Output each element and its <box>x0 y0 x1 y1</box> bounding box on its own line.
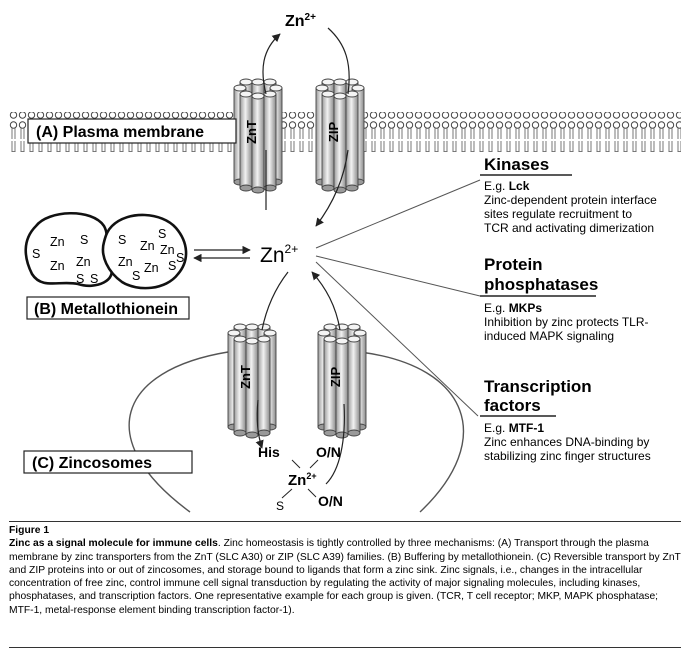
zincosome-zinc-complex: His O/N Zn2+ S O/N <box>258 444 343 513</box>
znt-transporter-membrane <box>233 78 283 194</box>
svg-text:sites regulate recruitment to: sites regulate recruitment to <box>484 207 632 221</box>
metallothionein-label: (B) Metallothionein <box>34 301 178 318</box>
svg-text:S: S <box>90 272 98 286</box>
svg-text:S: S <box>80 233 88 247</box>
caption-text: . Zinc homeostasis is tightly controlled… <box>9 538 681 616</box>
caption-bottom-rule <box>9 647 681 648</box>
svg-text:TCR and activating dimerizatio: TCR and activating dimerization <box>484 221 654 235</box>
svg-text:factors: factors <box>484 396 541 415</box>
zincosome-vesicle <box>128 351 465 513</box>
figure-caption: Figure 1 Zinc as a signal molecule for i… <box>9 524 681 617</box>
svg-text:Inhibition by zinc protects TL: Inhibition by zinc protects TLR- <box>484 315 649 329</box>
svg-text:Zn: Zn <box>118 255 133 269</box>
svg-text:Zn2+: Zn2+ <box>288 471 317 489</box>
caption-title: Zinc as a signal molecule for immune cel… <box>9 538 218 550</box>
svg-text:Transcription: Transcription <box>484 377 592 396</box>
metallothionein-domain-right <box>101 213 188 290</box>
svg-text:Protein: Protein <box>484 255 543 274</box>
metallothionein-domain-left <box>24 211 113 287</box>
zip-label-zincosome: ZIP <box>328 367 343 388</box>
release-arrow-zip-out <box>311 271 341 331</box>
figure-label: Figure 1 <box>9 525 50 536</box>
metallothionein-label-box <box>26 296 190 320</box>
zip-transporter-membrane <box>315 78 365 194</box>
svg-text:S: S <box>276 499 284 513</box>
svg-text:E.g. Lck: E.g. Lck <box>484 179 530 193</box>
svg-text:induced MAPK signaling: induced MAPK signaling <box>484 329 614 343</box>
svg-text:Zn: Zn <box>50 259 65 273</box>
plasma-membrane-label: (A) Plasma membrane <box>36 124 204 141</box>
svg-text:S: S <box>32 247 40 261</box>
zinc-signaling-diagram: Zn2+ Zn2+ (A) Plasma membrane Zn S Zn Zn… <box>9 12 681 513</box>
zn-cytosolic: Zn2+ <box>260 242 298 267</box>
svg-text:Kinases: Kinases <box>484 155 549 174</box>
svg-text:E.g. MKPs: E.g. MKPs <box>484 301 542 315</box>
zincosomes-label: (C) Zincosomes <box>32 455 152 472</box>
svg-text:S: S <box>168 259 176 273</box>
release-arrow-zip <box>325 403 345 485</box>
zip-transporter-zincosome <box>317 323 367 439</box>
link-transcription <box>315 261 479 417</box>
link-kinases <box>315 179 481 249</box>
caption-top-rule <box>9 521 681 522</box>
svg-text:stabilizing zinc finger struct: stabilizing zinc finger structures <box>484 449 651 463</box>
znt-transporter-zincosome <box>227 323 277 439</box>
svg-text:Zinc enhances DNA-binding by: Zinc enhances DNA-binding by <box>484 435 649 449</box>
uptake-arrow-znt <box>261 271 289 331</box>
svg-text:Zn: Zn <box>140 239 155 253</box>
svg-text:phosphatases: phosphatases <box>484 275 598 294</box>
svg-text:S: S <box>76 272 84 286</box>
svg-text:O/N: O/N <box>316 444 341 460</box>
svg-text:Zn: Zn <box>50 235 65 249</box>
svg-text:S: S <box>118 233 126 247</box>
svg-text:S: S <box>132 269 140 283</box>
link-phosphatases <box>315 255 481 297</box>
plasma-membrane-label-box <box>27 118 237 144</box>
zincosomes-label-box <box>23 450 193 474</box>
target-phosphatases: Protein phosphatases E.g. MKPs Inhibitio… <box>480 255 649 343</box>
znt-label-zincosome: ZnT <box>238 365 253 389</box>
metallothionein-atoms: Zn S Zn Zn S S S S S Zn Zn Zn Zn S S S <box>32 227 184 286</box>
influx-arrow-zip <box>316 27 350 226</box>
svg-text:S: S <box>158 227 166 241</box>
svg-text:Zn: Zn <box>144 261 159 275</box>
svg-text:E.g. MTF-1: E.g. MTF-1 <box>484 421 544 435</box>
uptake-arrow-znt-inner <box>255 399 264 449</box>
target-transcription-factors: Transcription factors E.g. MTF-1 Zinc en… <box>480 377 651 463</box>
target-kinases: Kinases E.g. Lck Zinc-dependent protein … <box>480 155 657 235</box>
efflux-arrow-znt <box>262 34 280 210</box>
zip-label-membrane: ZIP <box>326 122 341 143</box>
svg-text:O/N: O/N <box>318 493 343 509</box>
svg-text:Zinc-dependent protein interfa: Zinc-dependent protein interface <box>484 193 657 207</box>
svg-text:His: His <box>258 444 280 460</box>
svg-text:S: S <box>176 251 184 265</box>
znt-label-membrane: ZnT <box>244 120 259 144</box>
zn-extracellular: Zn2+ <box>285 12 316 30</box>
svg-text:Zn: Zn <box>76 255 91 269</box>
svg-text:Zn: Zn <box>160 243 175 257</box>
